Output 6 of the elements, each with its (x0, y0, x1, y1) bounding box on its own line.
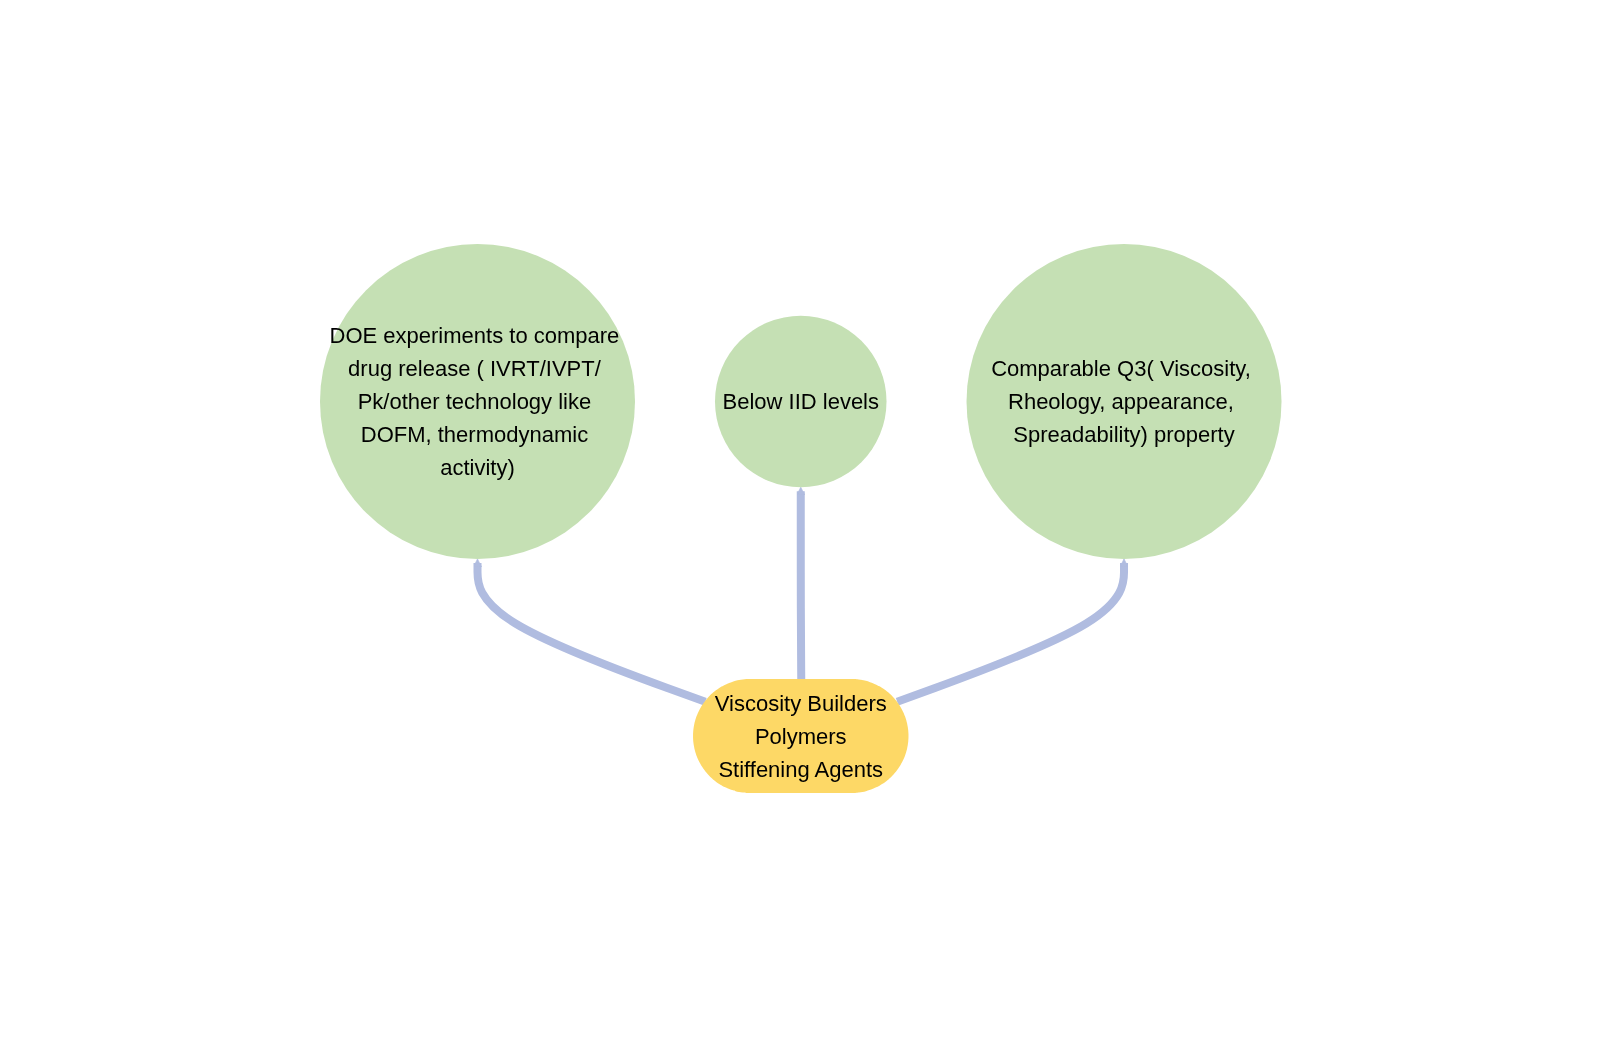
arrow (895, 558, 1129, 706)
node-circle: DOE experiments to compare drug release ( IVRT/IVPT/ Pk/other technology like DOFM, thermodynamic activity) (319, 244, 635, 559)
node-circle: Below IID levels (714, 315, 887, 488)
node-circle: Comparable Q3( Viscosity, Rheology, appearance, Spreadability) property (966, 244, 1282, 559)
arrow (796, 486, 805, 680)
arrow (472, 558, 707, 706)
